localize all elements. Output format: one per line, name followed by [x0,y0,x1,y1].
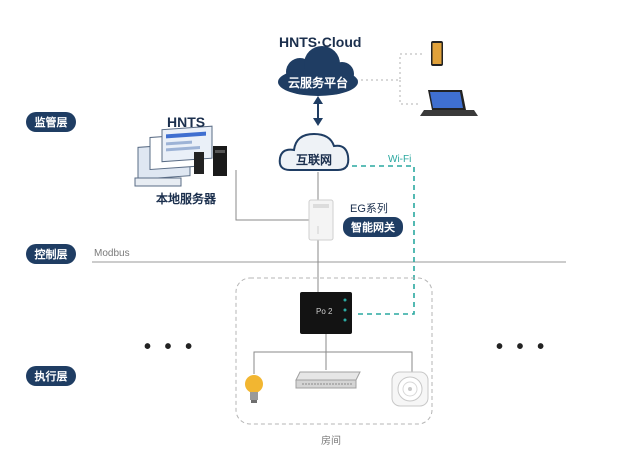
cloud-platform-title: HNTS·Cloud [279,34,362,50]
cloud-platform-cloud [278,46,358,96]
panel-display: Po 2 [316,307,333,316]
local-server-icon [134,125,227,187]
cloud-platform-label: 云服务平台 [288,76,349,90]
light-bulb-icon [245,375,263,403]
ellipsis-left: • • • [144,336,197,358]
local-server-label: 本地服务器 [156,192,217,206]
layer-label-control: 控制层 [26,244,76,264]
internet-label: 互联网 [296,153,333,167]
modbus-label: Modbus [94,248,130,259]
room-label: 房间 [321,436,341,447]
phone-icon [431,41,443,66]
fan-coil-unit-icon [295,371,361,389]
gateway-series: EG系列 [350,203,388,215]
layer-label-monitor: 监管层 [26,112,76,132]
cloud-link-arrow [313,96,323,126]
wifi-label: Wi-Fi [388,154,412,165]
layer-label-execute: 执行层 [26,366,76,386]
laptop-icon [420,90,478,116]
gateway-device-icon [308,199,334,241]
devices-bus-line [253,351,413,374]
room-boundary [235,277,433,425]
exhaust-fan-icon [391,371,429,407]
internet-cloud [278,132,350,171]
local-server-brand: HNTS [167,114,206,130]
server-gateway-line [235,170,310,221]
wifi-link-line [343,165,415,315]
gateway-label: 智能网关 [343,217,403,237]
ellipsis-right: • • • [496,336,549,358]
thermostat-panel-icon [300,292,352,334]
